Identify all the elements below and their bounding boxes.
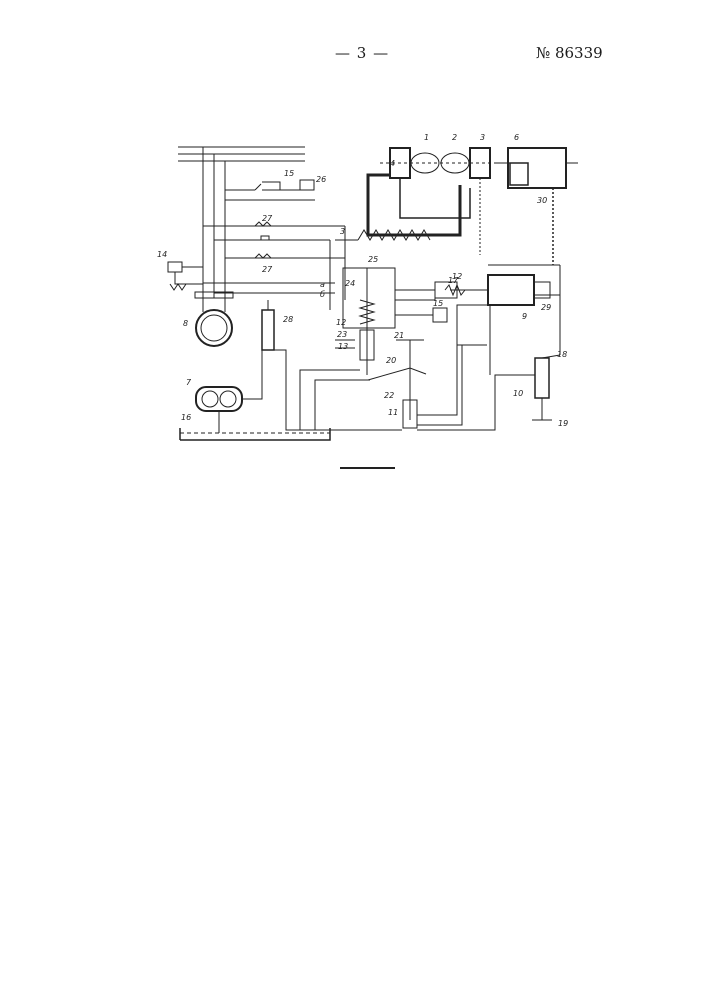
- label-15-switch: 15: [433, 299, 443, 308]
- label-12-top: 12: [336, 318, 346, 327]
- label-27-lower: 27: [262, 265, 273, 274]
- label-7: 7: [186, 378, 192, 387]
- label-9: 9: [522, 312, 527, 321]
- label-26: 26: [316, 175, 326, 184]
- label-30: 30: [537, 196, 547, 205]
- label-24: 24: [345, 279, 355, 288]
- label-21: 21: [394, 331, 404, 340]
- label-11: 11: [388, 408, 398, 417]
- label-16: 16: [181, 413, 191, 422]
- label-6: 6: [514, 133, 519, 142]
- label-4: 4: [390, 159, 395, 168]
- label-27-upper: 27: [262, 214, 273, 223]
- label-13: 13: [338, 342, 348, 351]
- label-15-top: 15: [284, 169, 294, 178]
- end-rule: [340, 467, 395, 469]
- label-b: б: [320, 290, 325, 299]
- label-14: 14: [157, 250, 167, 259]
- label-10: 10: [513, 389, 523, 398]
- label-2: 2: [452, 133, 457, 142]
- label-20: 20: [386, 356, 396, 365]
- label-22: 22: [384, 391, 394, 400]
- label-a: а: [320, 280, 325, 289]
- label-8: 8: [183, 319, 188, 328]
- label-23: 23: [337, 330, 347, 339]
- label-3: 3: [480, 133, 485, 142]
- label-29: 29: [541, 303, 551, 312]
- label-18: 18: [557, 350, 567, 359]
- label-28: 28: [283, 315, 293, 324]
- label-3-resistor: 3: [340, 227, 345, 236]
- label-25: 25: [368, 255, 378, 264]
- label-17: 17: [448, 276, 459, 285]
- label-1: 1: [424, 133, 429, 142]
- label-19: 19: [558, 419, 568, 428]
